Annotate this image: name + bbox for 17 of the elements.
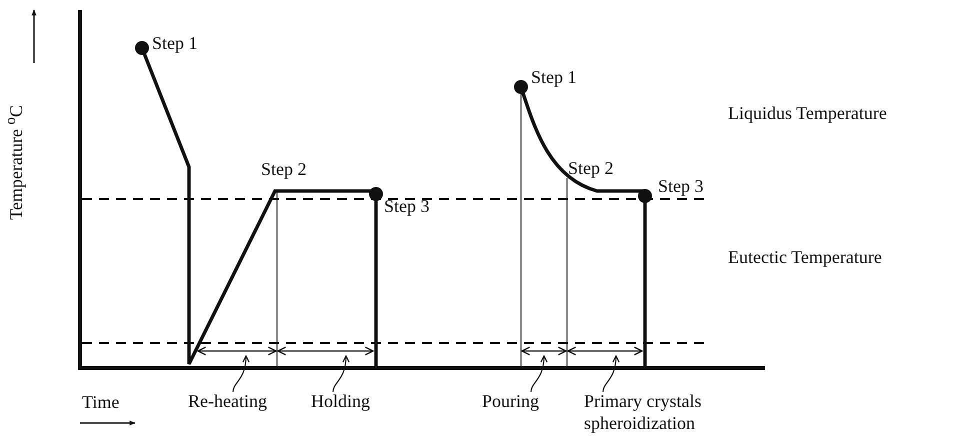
phase-label: Holding <box>311 390 372 412</box>
step-label: Step 2 <box>261 159 307 179</box>
phase-label: Primary crystals spheroidization <box>584 390 702 434</box>
leader-line <box>602 355 620 392</box>
step-label: Step 1 <box>531 67 577 87</box>
leader-line <box>332 355 350 392</box>
phase-label: Re-heating <box>188 390 268 412</box>
temperature-label: Eutectic Temperature <box>728 247 882 267</box>
temperature-label: Liquidus Temperature <box>728 103 887 123</box>
leader-line <box>530 355 548 392</box>
step-label: Step 3 <box>658 176 704 196</box>
phase-label: Pouring <box>482 390 540 412</box>
axis-label: Time <box>82 392 120 412</box>
leader-line <box>232 355 250 392</box>
step-label: Step 1 <box>152 33 198 53</box>
step-label: Step 2 <box>568 158 614 178</box>
step-label: Step 3 <box>384 196 430 216</box>
